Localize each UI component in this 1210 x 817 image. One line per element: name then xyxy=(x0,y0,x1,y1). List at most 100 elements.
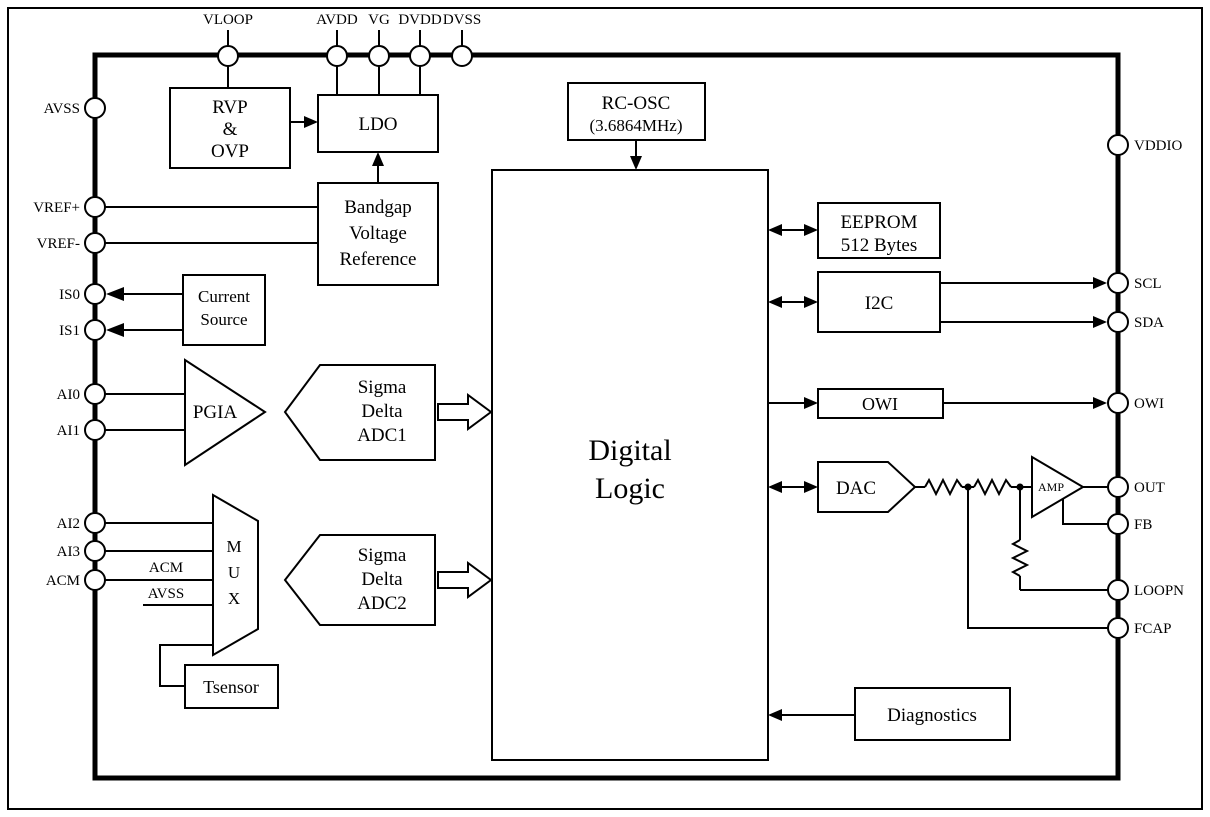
block-amp-label: AMP xyxy=(1038,480,1064,494)
block-eeprom-box xyxy=(817,202,941,259)
block-diagnostics-box xyxy=(854,687,1011,741)
block-adc2-line1: Sigma xyxy=(358,545,407,566)
block-adc1-line3: ADC1 xyxy=(357,425,407,446)
block-rc-osc-line1: RC-OSC xyxy=(602,93,671,114)
pin-label-out: OUT xyxy=(1134,480,1165,496)
block-dac-label: DAC xyxy=(836,478,876,499)
block-current-source-line2: Source xyxy=(200,310,247,329)
block-rc-osc: RC-OSC (3.6864MHz) xyxy=(567,82,706,141)
pin-label-vg: VG xyxy=(368,12,390,28)
arrowhead xyxy=(768,709,782,721)
block-tsensor-box xyxy=(184,664,279,709)
block-current-source-line1: Current xyxy=(198,287,250,306)
block-adc2: Sigma Delta ADC2 xyxy=(283,534,436,626)
block-ldo-label: LDO xyxy=(358,114,397,135)
arrowhead xyxy=(804,224,818,236)
pin-vg xyxy=(368,45,390,67)
block-amp: AMP xyxy=(1031,455,1085,519)
pin-vloop xyxy=(217,45,239,67)
block-bandgap-line3: Reference xyxy=(340,249,417,270)
pin-label-vrefn: VREF- xyxy=(37,236,80,252)
pin-label-vrefp: VREF+ xyxy=(33,200,80,216)
block-adc2-line2: Delta xyxy=(361,569,403,590)
block-pgia-label: PGIA xyxy=(193,402,238,423)
left-pins: AVSS VREF+ VREF- IS0 IS1 AI0 AI1 AI2 AI3… xyxy=(33,97,106,591)
pin-label-acm: ACM xyxy=(46,573,80,589)
pin-vrefp xyxy=(84,196,106,218)
block-eeprom-line2: 512 Bytes xyxy=(841,235,918,256)
pin-label-ai0: AI0 xyxy=(57,387,80,403)
pin-label-dvdd: DVDD xyxy=(398,12,441,28)
pin-ai1 xyxy=(84,419,106,441)
block-rvp-ovp: RVP & OVP xyxy=(169,87,291,169)
block-dac: DAC xyxy=(817,461,917,513)
pin-ai3 xyxy=(84,540,106,562)
pin-vrefn xyxy=(84,232,106,254)
block-digital-logic: Digital Logic xyxy=(491,169,769,761)
pin-label-vddio: VDDIO xyxy=(1134,138,1182,154)
block-adc2-line3: ADC2 xyxy=(357,593,407,614)
arrowhead xyxy=(768,296,782,308)
block-eeprom: EEPROM 512 Bytes xyxy=(817,202,941,259)
pin-out xyxy=(1107,476,1129,498)
block-i2c: I2C xyxy=(817,271,941,333)
arrowhead xyxy=(768,481,782,493)
block-ldo: LDO xyxy=(317,94,439,153)
block-tsensor: Tsensor xyxy=(184,664,279,709)
block-dac-shape xyxy=(817,461,917,513)
block-arrow-adc2-dl xyxy=(437,561,493,599)
pin-dvdd xyxy=(409,45,431,67)
block-mux-m: M xyxy=(226,537,241,556)
block-digital-logic-box xyxy=(491,169,769,761)
pin-label-vloop: VLOOP xyxy=(203,12,253,28)
block-rvp-ovp-line1: RVP xyxy=(212,97,247,118)
block-diagnostics-label: Diagnostics xyxy=(887,705,977,726)
pin-sda xyxy=(1107,311,1129,333)
block-rc-osc-box xyxy=(567,82,706,141)
arrowhead xyxy=(768,224,782,236)
block-owi: OWI xyxy=(817,388,944,419)
block-adc1-line1: Sigma xyxy=(358,377,407,398)
chip-boundary xyxy=(92,52,1121,781)
block-i2c-box xyxy=(817,271,941,333)
pin-label-avss: AVSS xyxy=(44,101,80,117)
pin-is0 xyxy=(84,283,106,305)
pin-vddio xyxy=(1107,134,1129,156)
pin-dvss xyxy=(451,45,473,67)
wire-mux-tsensor xyxy=(159,644,213,687)
pin-is1 xyxy=(84,319,106,341)
block-current-source: Current Source xyxy=(182,274,266,346)
block-bandgap-line1: Bandgap xyxy=(344,197,412,218)
resistor-r2 xyxy=(973,477,1012,497)
block-pgia-shape xyxy=(184,358,267,467)
block-owi-box xyxy=(817,388,944,419)
pin-label-loopn: LOOPN xyxy=(1134,583,1184,599)
wire-fb xyxy=(1062,499,1108,525)
arrowhead xyxy=(106,323,124,337)
pin-label-fcap: FCAP xyxy=(1134,621,1172,637)
block-adc1-shape xyxy=(283,364,436,461)
block-diagnostics: Diagnostics xyxy=(854,687,1011,741)
pin-label-avdd: AVDD xyxy=(316,12,358,28)
arrowhead xyxy=(804,481,818,493)
block-bandgap-line2: Voltage xyxy=(349,223,407,244)
block-digital-logic-line1: Digital xyxy=(588,434,671,467)
pin-label-owi: OWI xyxy=(1134,396,1164,412)
inline-label-avss: AVSS xyxy=(148,586,184,602)
arrowhead xyxy=(1093,277,1107,289)
block-mux-x: X xyxy=(228,589,240,608)
block-rvp-ovp-box xyxy=(169,87,291,169)
block-rvp-ovp-line3: OVP xyxy=(211,141,249,162)
resistor-r3 xyxy=(1010,539,1030,577)
pin-acm xyxy=(84,569,106,591)
block-adc1-line2: Delta xyxy=(361,401,403,422)
arrowhead xyxy=(804,296,818,308)
block-mux: M U X xyxy=(212,493,259,657)
pin-fb xyxy=(1107,513,1129,535)
block-adc2-shape xyxy=(283,534,436,626)
pin-owi xyxy=(1107,392,1129,414)
block-eeprom-line1: EEPROM xyxy=(840,212,917,233)
arrowhead xyxy=(1093,316,1107,328)
